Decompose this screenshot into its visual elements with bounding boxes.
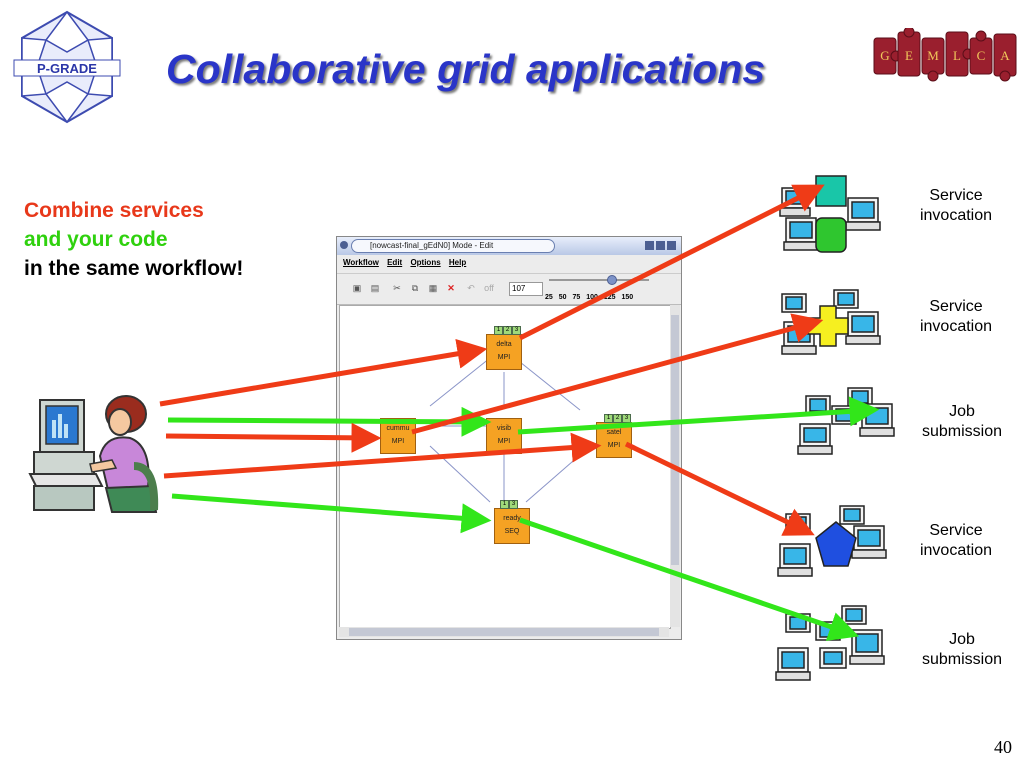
menu-bar: Workflow Edit Options Help bbox=[337, 255, 681, 271]
scroll-thumb[interactable] bbox=[349, 628, 659, 636]
gemlca-letter: E bbox=[905, 48, 913, 63]
copy-icon[interactable]: ⧉ bbox=[411, 283, 419, 293]
job-name: cummu bbox=[386, 425, 410, 432]
port-in[interactable]: 3 bbox=[622, 414, 631, 423]
port-in[interactable]: 3 bbox=[509, 500, 518, 509]
job-cummu[interactable]: cummu MPI bbox=[380, 418, 416, 454]
job-satel[interactable]: satel MPI bbox=[596, 422, 632, 458]
slogan-line-workflow: in the same workflow! bbox=[24, 257, 244, 280]
slogan-line-code: and your code bbox=[24, 228, 168, 251]
label-line: Job bbox=[949, 631, 975, 648]
job-type: MPI bbox=[391, 438, 405, 445]
label-line: submission bbox=[921, 651, 1003, 668]
port-in[interactable]: 3 bbox=[512, 326, 521, 335]
label-line: submission bbox=[921, 423, 1003, 440]
scroll-thumb[interactable] bbox=[671, 315, 679, 565]
p-grade-logo: P-GRADE bbox=[13, 10, 121, 124]
window-title: [nowcast-final_gEdN0] Mode - Edit bbox=[351, 239, 555, 253]
gemlca-letter: M bbox=[927, 48, 939, 63]
cluster-service-1 bbox=[779, 175, 881, 253]
menu-help[interactable]: Help bbox=[448, 258, 467, 267]
port-in[interactable]: 1 bbox=[604, 414, 613, 423]
zoom-input[interactable]: 107 bbox=[509, 282, 543, 296]
gemlca-logo: G E M L C A bbox=[873, 28, 1017, 82]
label-line: Job bbox=[949, 403, 975, 420]
gemlca-letter: C bbox=[977, 48, 986, 63]
target-label: Service invocation bbox=[896, 186, 1016, 226]
slogan-line-combine: Combine services bbox=[24, 199, 204, 222]
label-line: Service bbox=[929, 187, 983, 204]
toolbar: ▣ ▤ ✂ ⧉ ▦ ✕ ↶ off 107 25 50 75 100 125 1… bbox=[337, 273, 681, 305]
cluster-job-1 bbox=[797, 387, 895, 455]
maximize-icon[interactable] bbox=[656, 241, 665, 250]
target-label: Service invocation bbox=[896, 297, 1016, 337]
job-ready[interactable]: ready SEQ bbox=[494, 508, 530, 544]
cluster-service-3 bbox=[777, 505, 887, 577]
page-title: Collaborative grid applications bbox=[166, 46, 766, 92]
job-name: satel bbox=[606, 429, 622, 436]
label-line: Service bbox=[929, 522, 983, 539]
cluster-service-2 bbox=[781, 289, 881, 355]
open-icon[interactable]: ▤ bbox=[370, 283, 380, 293]
menu-edit[interactable]: Edit bbox=[387, 258, 403, 267]
target-label: Job submission bbox=[902, 630, 1022, 670]
label-line: invocation bbox=[919, 318, 993, 335]
menu-workflow[interactable]: Workflow bbox=[343, 258, 379, 267]
job-name: ready bbox=[503, 515, 521, 522]
port-in[interactable]: 2 bbox=[613, 414, 622, 423]
gemlca-letter: L bbox=[953, 48, 961, 63]
new-workflow-icon[interactable]: ▣ bbox=[352, 283, 362, 293]
job-type: SEQ bbox=[504, 528, 520, 535]
window-titlebar: [nowcast-final_gEdN0] Mode - Edit bbox=[337, 237, 681, 255]
label-line: Service bbox=[929, 298, 983, 315]
workflow-editor-window: [nowcast-final_gEdN0] Mode - Edit Workfl… bbox=[336, 236, 682, 640]
label-line: invocation bbox=[919, 207, 993, 224]
off-toggle[interactable]: off bbox=[484, 283, 494, 293]
delete-icon[interactable]: ✕ bbox=[447, 283, 455, 293]
user-at-computer-icon bbox=[28, 395, 159, 513]
target-label: Job submission bbox=[902, 402, 1022, 442]
port-in[interactable]: 2 bbox=[503, 326, 512, 335]
paste-icon[interactable]: ▦ bbox=[428, 283, 438, 293]
zoom-ticks: 25 50 75 100 125 150 bbox=[545, 294, 634, 301]
cluster-job-2 bbox=[775, 605, 885, 681]
menu-options[interactable]: Options bbox=[410, 258, 441, 267]
window-menu-icon[interactable] bbox=[340, 241, 348, 249]
job-name: visib bbox=[496, 425, 511, 432]
job-type: MPI bbox=[607, 442, 621, 449]
page-number: 40 bbox=[994, 737, 1012, 757]
undo-icon[interactable]: ↶ bbox=[467, 283, 475, 293]
job-visib[interactable]: visib MPI bbox=[486, 418, 522, 454]
gemlca-letter: A bbox=[1000, 48, 1010, 63]
target-label: Service invocation bbox=[896, 521, 1016, 561]
job-type: MPI bbox=[497, 354, 511, 361]
job-type: MPI bbox=[497, 438, 511, 445]
zoom-slider-track[interactable] bbox=[549, 279, 649, 281]
port-in[interactable]: 1 bbox=[500, 500, 509, 509]
vertical-scrollbar[interactable] bbox=[670, 305, 680, 627]
p-grade-logo-text: P-GRADE bbox=[37, 61, 97, 76]
workflow-canvas[interactable]: delta MPI 1 2 3 cummu MPI visib MPI sate… bbox=[339, 305, 671, 629]
job-delta[interactable]: delta MPI bbox=[486, 334, 522, 370]
job-name: delta bbox=[496, 341, 512, 348]
zoom-slider-knob[interactable] bbox=[607, 275, 617, 285]
close-icon[interactable] bbox=[667, 241, 676, 250]
horizontal-scrollbar[interactable] bbox=[339, 627, 669, 637]
cut-icon[interactable]: ✂ bbox=[393, 283, 401, 293]
label-line: invocation bbox=[919, 542, 993, 559]
gemlca-letter: G bbox=[880, 48, 889, 63]
port-in[interactable]: 1 bbox=[494, 326, 503, 335]
minimize-icon[interactable] bbox=[645, 241, 654, 250]
